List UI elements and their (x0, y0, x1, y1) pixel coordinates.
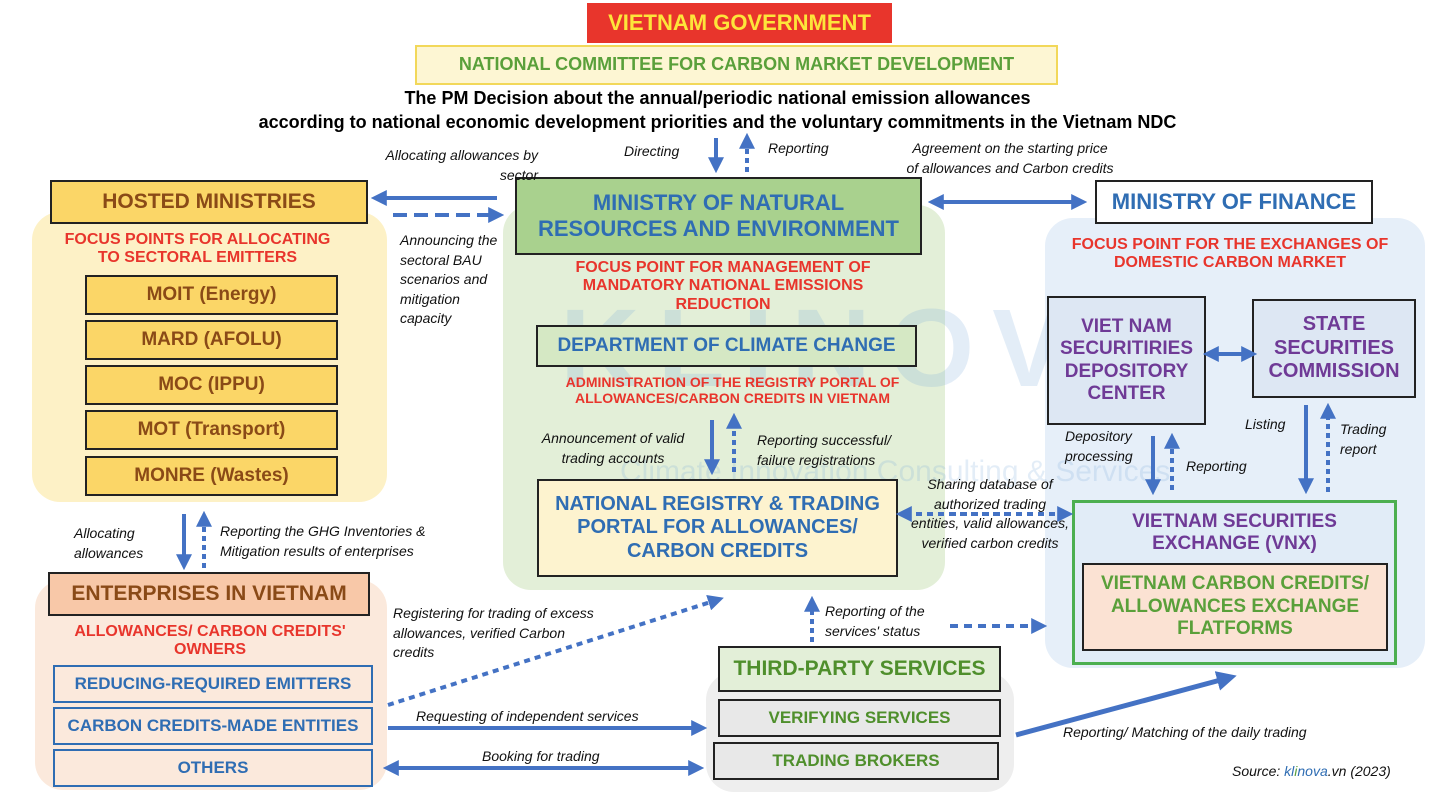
vnx-title: VIETNAM SECURITIES EXCHANGE (VNX) (1132, 511, 1337, 555)
third-party-title: THIRD-PARTY SERVICES (718, 646, 1001, 692)
ministry-moit: MOIT (Energy) (85, 275, 338, 315)
label-reporting-ghg: Reporting the GHG Inventories & Mitigati… (220, 523, 426, 559)
verifying-services-box: VERIFYING SERVICES (718, 699, 1001, 737)
enterprise-carbon-credits-entities: CARBON CREDITS-MADE ENTITIES (53, 707, 373, 745)
ministry-monre: MONRE (Wastes) (85, 456, 338, 496)
decision-line-2: according to national economic developme… (258, 112, 1177, 132)
mof-focus-text: FOCUS POINT FOR THE EXCHANGES OF DOMESTI… (1071, 236, 1389, 272)
trading-brokers-box: TRADING BROKERS (713, 742, 999, 780)
label-reporting-top: Reporting (768, 140, 829, 156)
label-reporting-vsdc: Reporting (1186, 458, 1247, 474)
decision-line-1: The PM Decision about the annual/periodi… (404, 88, 1031, 108)
hosted-focus-text: FOCUS POINTS FOR ALLOCATING TO SECTORAL … (64, 231, 331, 267)
source-prefix: Source: (1232, 763, 1285, 779)
monre-title: MINISTRY OF NATURAL RESOURCES AND ENVIRO… (515, 177, 922, 255)
label-allocating-allowances: Allocating allowances (74, 525, 144, 561)
source-credit: Source: klinova.vn (2023) (1232, 762, 1391, 782)
enterprises-owners-text: ALLOWANCES/ CARBON CREDITS' OWNERS (74, 623, 346, 659)
national-registry-box: NATIONAL REGISTRY & TRADING PORTAL FOR A… (537, 479, 898, 577)
label-announcing-bau: Announcing the sectoral BAU scenarios an… (400, 232, 498, 327)
arrow-matching (1015, 671, 1237, 738)
ministry-mard: MARD (AFOLU) (85, 320, 338, 360)
committee-box: NATIONAL COMMITTEE FOR CARBON MARKET DEV… (415, 45, 1058, 85)
hosted-ministries-title: HOSTED MINISTRIES (50, 180, 368, 224)
label-reporting-registrations: Reporting successful/ failure registrati… (757, 432, 891, 468)
ministry-moc: MOC (IPPU) (85, 365, 338, 405)
source-brand-c: nova (1297, 763, 1328, 779)
arrow-registering (387, 595, 724, 707)
mof-title: MINISTRY OF FINANCE (1095, 180, 1373, 224)
label-announcement-valid: Announcement of valid trading accounts (541, 430, 685, 466)
label-trading-report: Trading report (1340, 421, 1387, 457)
carbon-exchange-platform: VIETNAM CARBON CREDITS/ ALLOWANCES EXCHA… (1082, 563, 1388, 651)
government-box: VIETNAM GOVERNMENT (587, 3, 892, 43)
enterprise-others: OTHERS (53, 749, 373, 787)
source-brand-a: kl (1284, 763, 1295, 779)
label-agreement: Agreement on the starting price of allow… (906, 140, 1114, 176)
label-requesting: Requesting of independent services (416, 708, 639, 724)
monre-focus-text: FOCUS POINT FOR MANAGEMENT OF MANDATORY … (575, 259, 871, 313)
source-brand-b: i (1294, 763, 1298, 779)
enterprises-title: ENTERPRISES IN VIETNAM (48, 572, 370, 616)
label-matching: Reporting/ Matching of the daily trading (1063, 724, 1307, 740)
vsdc-box: VIET NAM SECURITIRIES DEPOSITORY CENTER (1047, 296, 1206, 425)
enterprise-reducing-emitters: REDUCING-REQUIRED EMITTERS (53, 665, 373, 703)
ssc-box: STATE SECURITIES COMMISSION (1252, 299, 1416, 398)
label-listing: Listing (1245, 416, 1286, 432)
label-booking: Booking for trading (482, 748, 600, 764)
label-reporting-services: Reporting of the services' status (825, 603, 925, 639)
dept-climate-change: DEPARTMENT OF CLIMATE CHANGE (536, 325, 917, 367)
label-registering: Registering for trading of excess allowa… (393, 605, 594, 661)
label-directing: Directing (624, 143, 680, 159)
ministry-mot: MOT (Transport) (85, 410, 338, 450)
registry-admin-text: ADMINISTRATION OF THE REGISTRY PORTAL OF… (565, 374, 900, 407)
label-allocating-sector: Allocating allowances by sector (385, 147, 538, 183)
label-depository: Depository processing (1065, 428, 1133, 464)
source-suffix: .vn (2023) (1327, 763, 1391, 779)
label-sharing-database: Sharing database of authorized trading e… (911, 476, 1069, 551)
